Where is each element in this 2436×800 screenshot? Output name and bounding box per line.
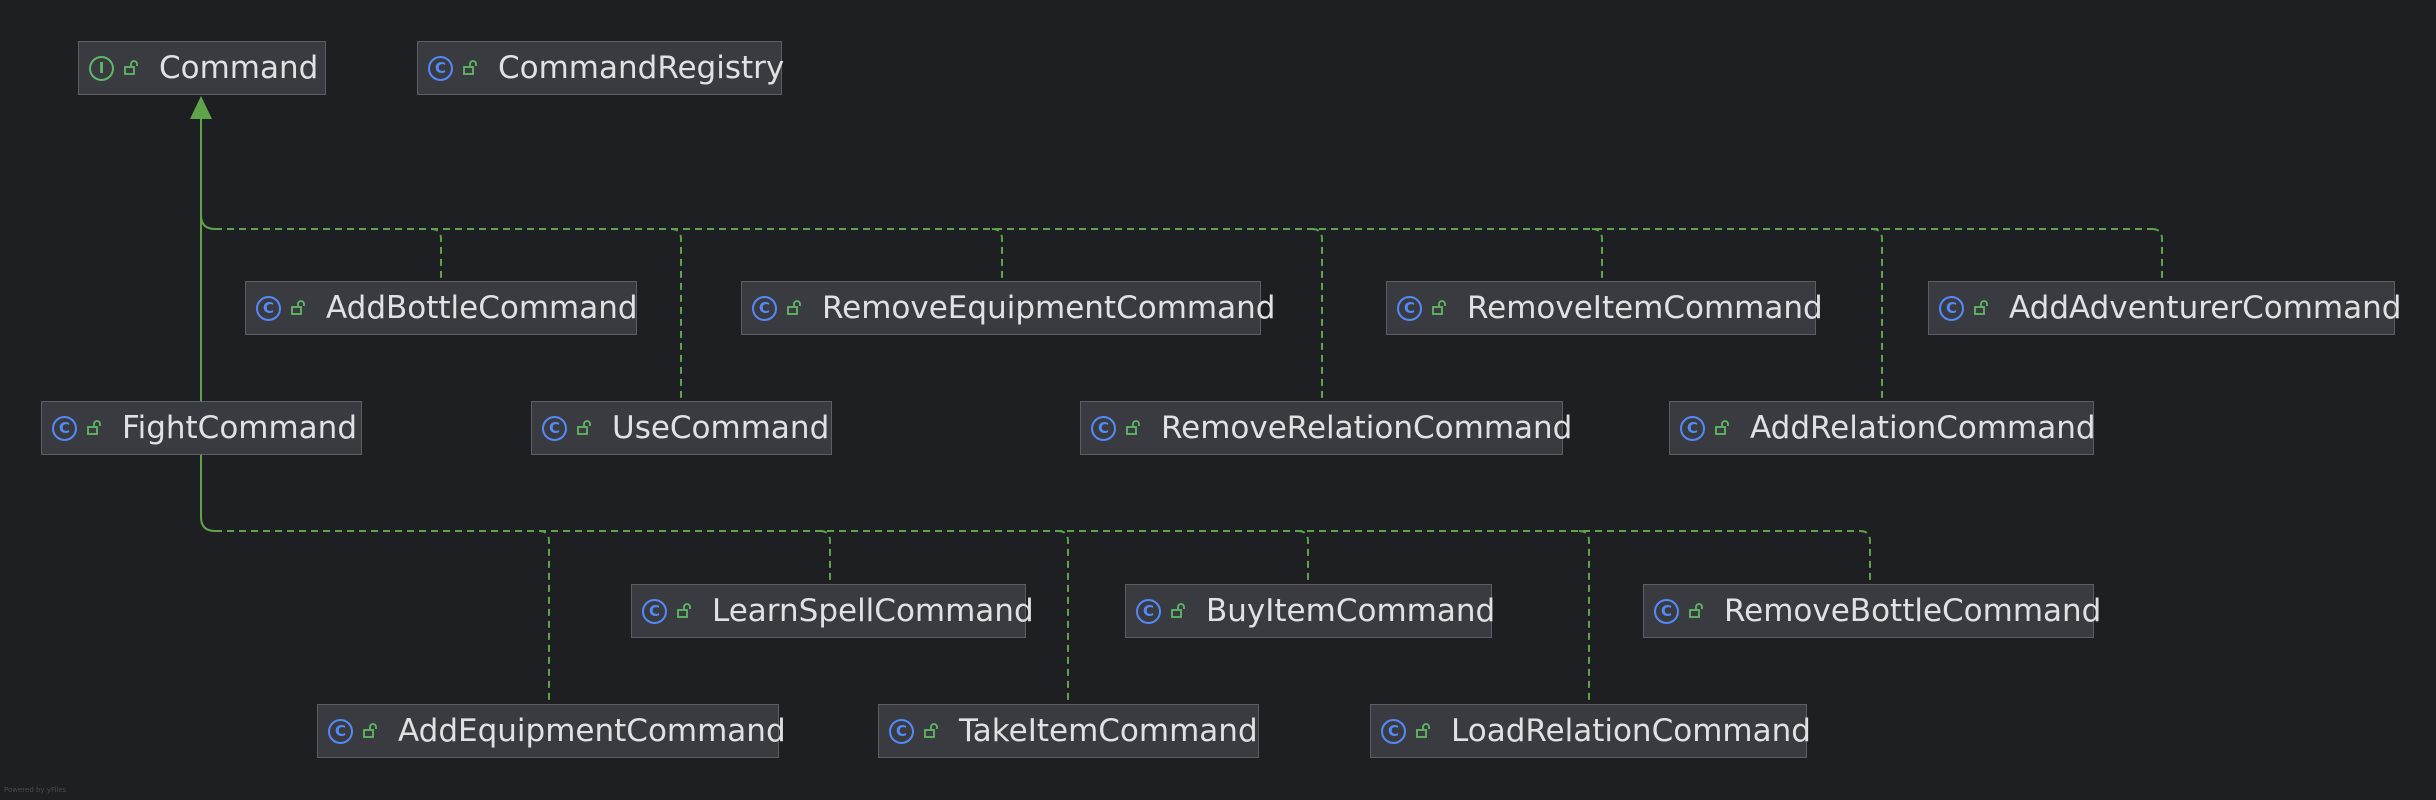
public-visibility-icon xyxy=(1689,603,1703,618)
edge-add-adventurer xyxy=(2151,228,2163,281)
class-icon: C xyxy=(428,55,453,81)
edge-trunk xyxy=(200,119,216,532)
class-icon: C xyxy=(642,598,667,624)
node-label: UseCommand xyxy=(612,409,830,446)
node-command[interactable]: I Command xyxy=(78,41,326,95)
class-icon: C xyxy=(1397,295,1422,321)
public-visibility-icon xyxy=(1126,420,1140,435)
node-add-adventurer[interactable]: C AddAdventurerCommand xyxy=(1928,281,2401,335)
class-icon: C xyxy=(1680,415,1705,441)
node-remove-relation[interactable]: C RemoveRelationCommand xyxy=(1080,401,1572,455)
class-icon: C xyxy=(1939,295,1964,321)
implements-arrowhead xyxy=(190,96,212,119)
edge-buy-item xyxy=(1297,530,1309,584)
node-label: RemoveRelationCommand xyxy=(1161,409,1573,446)
node-remove-bottle[interactable]: C RemoveBottleCommand xyxy=(1643,584,2101,638)
public-visibility-icon xyxy=(577,420,591,435)
edge-add-relation xyxy=(1871,228,1883,401)
public-visibility-icon xyxy=(291,300,305,315)
edge-add-equipment xyxy=(538,530,550,704)
node-add-relation[interactable]: C AddRelationCommand xyxy=(1669,401,2096,455)
edge-take-item xyxy=(1057,530,1069,704)
watermark: Powered by yFiles xyxy=(4,786,67,794)
class-icon: C xyxy=(1654,598,1679,624)
public-visibility-icon xyxy=(463,60,477,75)
public-visibility-icon xyxy=(924,723,938,738)
node-add-equipment[interactable]: C AddEquipmentCommand xyxy=(317,704,786,758)
node-label: TakeItemCommand xyxy=(959,712,1258,749)
public-visibility-icon xyxy=(677,603,691,618)
node-command-registry[interactable]: C CommandRegistry xyxy=(417,41,785,95)
public-visibility-icon xyxy=(363,723,377,738)
node-label: AddEquipmentCommand xyxy=(398,712,786,749)
edge-learn-spell xyxy=(819,530,831,584)
node-remove-item[interactable]: C RemoveItemCommand xyxy=(1386,281,1823,335)
public-visibility-icon xyxy=(124,60,138,75)
node-label: BuyItemCommand xyxy=(1206,592,1496,629)
node-label: RemoveItemCommand xyxy=(1467,289,1823,326)
edge-load-relation xyxy=(1578,530,1590,704)
node-add-bottle[interactable]: C AddBottleCommand xyxy=(245,281,638,335)
class-icon: C xyxy=(752,295,777,321)
public-visibility-icon xyxy=(1715,420,1729,435)
class-icon: C xyxy=(889,718,914,744)
class-icon: C xyxy=(328,718,353,744)
public-visibility-icon xyxy=(1416,723,1430,738)
node-fight[interactable]: C FightCommand xyxy=(41,401,362,455)
node-take-item[interactable]: C TakeItemCommand xyxy=(878,704,1259,758)
edge-remove-relation xyxy=(1311,228,1323,401)
class-icon: C xyxy=(52,415,77,441)
node-label: AddAdventurerCommand xyxy=(2009,289,2402,326)
edge-use xyxy=(670,228,682,401)
class-icon: C xyxy=(1091,415,1116,441)
public-visibility-icon xyxy=(1432,300,1446,315)
edge-remove-bottle xyxy=(1859,530,1871,584)
class-icon: C xyxy=(1136,598,1161,624)
node-label: Command xyxy=(159,49,319,86)
class-icon: C xyxy=(256,295,281,321)
interface-icon: I xyxy=(89,55,114,81)
public-visibility-icon xyxy=(87,420,101,435)
node-label: LearnSpellCommand xyxy=(712,592,1034,629)
node-label: AddRelationCommand xyxy=(1750,409,2096,446)
node-label: RemoveEquipmentCommand xyxy=(822,289,1276,326)
public-visibility-icon xyxy=(1974,300,1988,315)
edge-bus-corner-upper xyxy=(200,214,216,230)
node-label: AddBottleCommand xyxy=(326,289,638,326)
inheritance-edges xyxy=(200,119,2163,704)
class-icon: C xyxy=(1381,718,1406,744)
node-label: LoadRelationCommand xyxy=(1451,712,1811,749)
class-icon: C xyxy=(542,415,567,441)
node-label: FightCommand xyxy=(122,409,357,446)
edge-add-bottle xyxy=(430,228,442,281)
edge-remove-equipment xyxy=(991,228,1003,281)
node-remove-equipment[interactable]: C RemoveEquipmentCommand xyxy=(741,281,1275,335)
node-load-relation[interactable]: C LoadRelationCommand xyxy=(1370,704,1811,758)
edge-remove-item xyxy=(1591,228,1603,281)
node-label: RemoveBottleCommand xyxy=(1724,592,2102,629)
node-use[interactable]: C UseCommand xyxy=(531,401,832,455)
node-label: CommandRegistry xyxy=(498,49,785,86)
public-visibility-icon xyxy=(1171,603,1185,618)
public-visibility-icon xyxy=(787,300,801,315)
node-buy-item[interactable]: C BuyItemCommand xyxy=(1125,584,1496,638)
node-learn-spell[interactable]: C LearnSpellCommand xyxy=(631,584,1034,638)
